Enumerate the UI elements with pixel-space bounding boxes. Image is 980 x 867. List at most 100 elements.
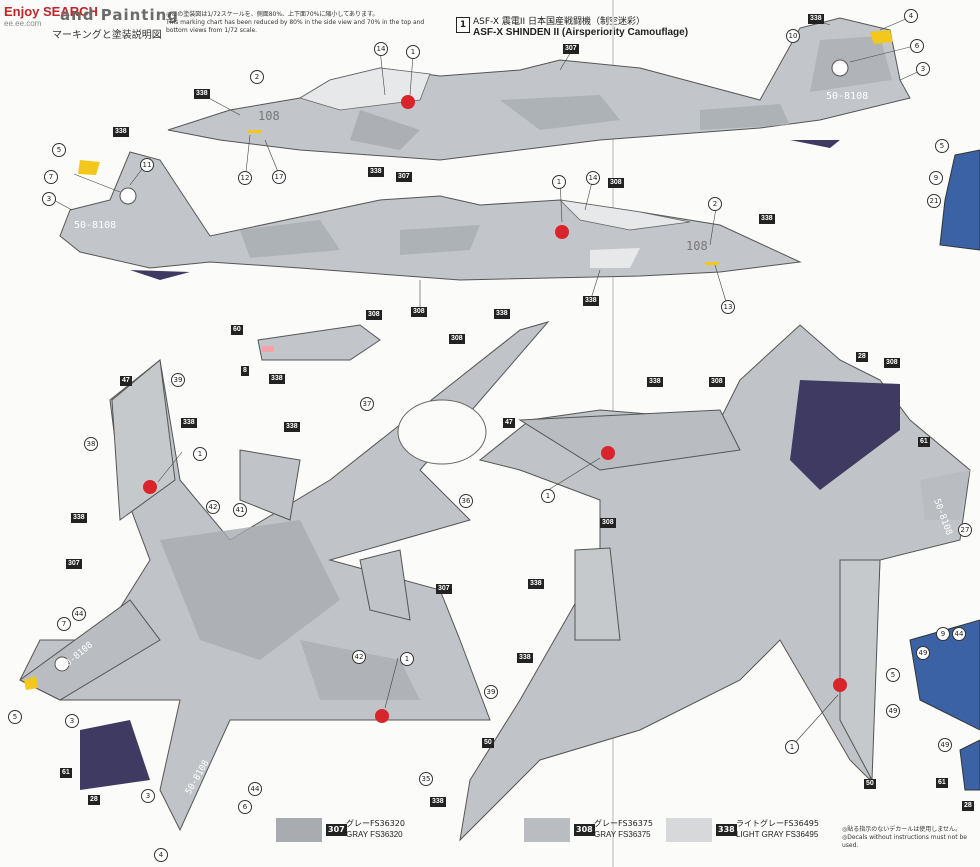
callout-308-d: 308 xyxy=(449,334,465,344)
callout-28-a: 28 xyxy=(856,352,868,362)
decal-6-a: 6 xyxy=(910,39,924,53)
decal-38: 38 xyxy=(84,437,98,451)
callout-338-j: 338 xyxy=(284,422,300,432)
callout-308-g: 308 xyxy=(600,518,616,528)
section-title-en: and Painting xyxy=(60,6,180,24)
callout-60: 60 xyxy=(231,325,243,335)
callout-308-c: 308 xyxy=(366,310,382,320)
decal-1-b: 1 xyxy=(552,175,566,189)
decal-1-d: 1 xyxy=(400,652,414,666)
decal-36: 36 xyxy=(459,494,473,508)
decal-5-a: 5 xyxy=(52,143,66,157)
decal-44-b: 44 xyxy=(248,782,262,796)
decal-2-b: 2 xyxy=(708,197,722,211)
decal-footnote: ◎貼る指示のないデカールは使用しません。 ◎Decals without ins… xyxy=(842,826,967,849)
next-scheme-fragment-small xyxy=(959,739,980,791)
decal-41: 41 xyxy=(233,503,247,517)
side-tail-code-2: 50-8108 xyxy=(74,220,116,231)
callout-338-g: 338 xyxy=(494,309,510,319)
bottom-view: 50-8108 xyxy=(459,324,971,842)
decal-42-b: 42 xyxy=(352,650,366,664)
callout-61-b: 61 xyxy=(60,768,72,778)
callout-338-e: 338 xyxy=(759,214,775,224)
decal-13: 13 xyxy=(721,300,735,314)
top-view: 50-8108 50-8108 xyxy=(19,321,550,832)
callout-338-b: 338 xyxy=(808,14,824,24)
swatch-307 xyxy=(276,818,322,842)
decal-1-c: 1 xyxy=(193,447,207,461)
decal-42-a: 42 xyxy=(206,500,220,514)
side-nose-number-2: 108 xyxy=(686,239,708,253)
callout-338-c: 338 xyxy=(368,167,384,177)
callout-28-b: 28 xyxy=(88,795,100,805)
callout-338-k: 338 xyxy=(71,513,87,523)
model-title-en: ASF-X SHINDEN II (Airsperiority Camoufla… xyxy=(473,27,689,38)
callout-307-b: 307 xyxy=(396,172,412,182)
decal-9-b: 9 xyxy=(936,627,950,641)
decal-5-c: 5 xyxy=(935,139,949,153)
decal-4-a: 4 xyxy=(904,9,918,23)
decal-12: 12 xyxy=(238,171,252,185)
callout-50-a: 50 xyxy=(482,738,494,748)
callout-50-b: 50 xyxy=(864,779,876,789)
callout-307-c: 307 xyxy=(66,559,82,569)
decal-2-a: 2 xyxy=(250,70,264,84)
decal-44-c: 44 xyxy=(952,627,966,641)
next-scheme-fragment-top xyxy=(939,149,980,251)
side-nose-number-1: 108 xyxy=(258,109,280,123)
callout-307-a: 307 xyxy=(563,44,579,54)
decal-27: 27 xyxy=(958,523,972,537)
callout-338-a: 338 xyxy=(194,89,210,99)
decal-11: 11 xyxy=(140,158,154,172)
part-8-detail xyxy=(257,324,381,361)
callout-308-f: 308 xyxy=(884,358,900,368)
callout-338-n: 338 xyxy=(517,653,533,663)
decal-7-b: 7 xyxy=(57,617,71,631)
swatch-308 xyxy=(524,818,570,842)
scale-note: ◎この塗装図は1/72スケールを、側面80%、上下面70%に縮小してあります。 … xyxy=(166,11,425,34)
decal-5-d: 5 xyxy=(886,668,900,682)
decal-3-a: 3 xyxy=(916,62,930,76)
decal-7-a: 7 xyxy=(44,170,58,184)
model-number-badge: 1 xyxy=(456,17,470,33)
decal-39-b: 39 xyxy=(484,685,498,699)
callout-28-c: 28 xyxy=(962,801,974,811)
decal-37: 37 xyxy=(360,397,374,411)
decal-49-b: 49 xyxy=(886,704,900,718)
callout-8: 8 xyxy=(241,366,249,376)
decal-44-a: 44 xyxy=(72,607,86,621)
decal-10: 10 xyxy=(786,29,800,43)
decal-4-b: 4 xyxy=(154,848,168,862)
decal-49-a: 49 xyxy=(916,646,930,660)
side-view-right: 50-8108 108 xyxy=(59,151,802,281)
callout-308-b: 308 xyxy=(411,307,427,317)
callout-338-m: 338 xyxy=(528,579,544,589)
decal-14-a: 14 xyxy=(374,42,388,56)
callout-338-d: 338 xyxy=(113,127,129,137)
decal-9-a: 9 xyxy=(929,171,943,185)
decal-6-b: 6 xyxy=(238,800,252,814)
decal-3-c: 3 xyxy=(65,714,79,728)
swatch-338 xyxy=(666,818,712,842)
decal-1-e: 1 xyxy=(541,489,555,503)
callout-338-h: 338 xyxy=(269,374,285,384)
decal-21: 21 xyxy=(927,194,941,208)
callout-338-f: 338 xyxy=(583,296,599,306)
decal-3-d: 3 xyxy=(141,789,155,803)
site-watermark: Enjoy SEARCH ee.ee.com xyxy=(4,4,98,28)
callout-47-a: 47 xyxy=(120,376,132,386)
decal-3-b: 3 xyxy=(42,192,56,206)
decal-5-b: 5 xyxy=(8,710,22,724)
model-title-jp: ASF-X 震電II 日本国産戦闘機（制空迷彩） xyxy=(473,17,646,27)
decal-14-b: 14 xyxy=(586,171,600,185)
section-title-jp: マーキングと塗装説明図 xyxy=(52,30,162,41)
decal-35: 35 xyxy=(419,772,433,786)
callout-308-a: 308 xyxy=(608,178,624,188)
callout-307-d: 307 xyxy=(436,584,452,594)
callout-61-c: 61 xyxy=(936,778,948,788)
decal-1-f: 1 xyxy=(785,740,799,754)
callout-338-o: 338 xyxy=(430,797,446,807)
decal-49-c: 49 xyxy=(938,738,952,752)
callout-338-l: 338 xyxy=(647,377,663,387)
